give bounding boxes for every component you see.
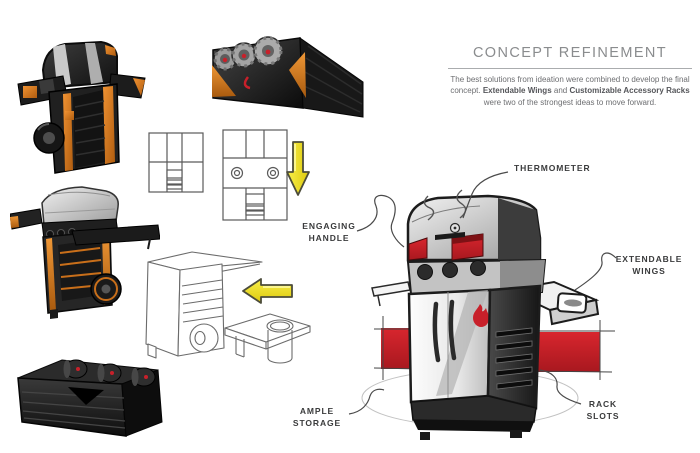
annotation-engaging-handle: ENGAGING HANDLE bbox=[294, 220, 364, 245]
flame-logo bbox=[473, 304, 489, 327]
process-arrow-left-icon bbox=[242, 278, 293, 304]
intro-text-segment: and bbox=[551, 86, 570, 96]
cart-foot bbox=[147, 343, 157, 359]
intro-text-segment: The best solutions from ideation were co… bbox=[450, 75, 690, 96]
silver-hood bbox=[41, 186, 119, 226]
cart-rack-slats bbox=[181, 279, 224, 323]
grill-plan-views bbox=[148, 129, 310, 221]
grill-hood bbox=[406, 194, 542, 262]
door-handle-left bbox=[432, 301, 441, 363]
intro-bold-extendable-wings: Extendable Wings bbox=[482, 86, 552, 96]
cart-left-face bbox=[145, 261, 181, 357]
intro-paragraph: The best solutions from ideation were co… bbox=[448, 74, 692, 108]
drawer-notch bbox=[68, 387, 104, 405]
right-extendable-wing bbox=[504, 280, 600, 326]
pot-body bbox=[267, 330, 293, 364]
closed-grill-three-quarter-render bbox=[17, 40, 146, 174]
wheel bbox=[90, 273, 122, 305]
annotation-line: SLOTS bbox=[586, 411, 620, 422]
red-band-right bbox=[525, 320, 615, 380]
extendable-wings-leader-line bbox=[574, 252, 617, 291]
annotation-line: AMPLE bbox=[299, 406, 335, 416]
page-title: CONCEPT REFINEMENT bbox=[472, 45, 668, 61]
annotation-line: EXTENDABLE bbox=[615, 254, 683, 264]
annotation-line: RACK bbox=[588, 399, 618, 409]
final-concept-grill-sketch bbox=[348, 171, 617, 440]
storage-drawer-render bbox=[17, 359, 163, 437]
cart-wheel-hub bbox=[194, 330, 206, 346]
grill-cart-body bbox=[48, 83, 120, 174]
annotation-line: HANDLE bbox=[308, 233, 350, 244]
door-handle-right bbox=[448, 299, 457, 361]
accessory-tray-line-sketch bbox=[224, 313, 311, 364]
left-shelf-orange-tip bbox=[10, 216, 19, 228]
side-rack-slots bbox=[486, 284, 542, 410]
panel-side-ribs bbox=[303, 45, 363, 113]
intro-text-segment: were two of the strongest ideas to move … bbox=[483, 97, 657, 107]
process-arrow-down-icon bbox=[286, 141, 310, 196]
annotation-ample-storage: AMPLE STORAGE bbox=[284, 405, 350, 430]
panel-orange-corner-left bbox=[212, 65, 236, 97]
grill-wheel bbox=[33, 122, 65, 154]
control-band bbox=[406, 258, 547, 296]
annotation-line: ENGAGING bbox=[302, 221, 356, 231]
annotation-extendable-wings: EXTENDABLE WINGS bbox=[608, 253, 690, 278]
panel-red-hook-mark bbox=[243, 76, 251, 90]
left-wing-shelf bbox=[371, 281, 411, 307]
intro-bold-accessory-racks: Customizable Accessory Racks bbox=[569, 86, 690, 96]
right-shelf-support bbox=[147, 238, 151, 250]
cart-frame-line-sketch bbox=[145, 251, 263, 359]
title-rule bbox=[448, 68, 692, 69]
drawer-front-streaks bbox=[21, 391, 126, 429]
hood-handle bbox=[435, 232, 465, 240]
pot-rim-inner bbox=[269, 321, 291, 331]
rack-slots-leader-line bbox=[539, 369, 582, 405]
cabinet-doors bbox=[407, 288, 492, 404]
panel-orange-corner-right bbox=[289, 52, 306, 98]
concept-refinement-header: CONCEPT REFINEMENT The best solutions fr… bbox=[448, 45, 692, 108]
tray-side-edge bbox=[265, 326, 311, 350]
annotation-line: STORAGE bbox=[292, 418, 342, 429]
engaging-handle-leader-line bbox=[356, 194, 405, 248]
tray-bracket bbox=[235, 336, 245, 358]
panel-knobs bbox=[213, 36, 283, 71]
drawer-knobs bbox=[63, 359, 156, 387]
thermometer-leader-line bbox=[462, 171, 509, 219]
base-plinth bbox=[410, 395, 537, 440]
annotation-leader-lines bbox=[348, 171, 617, 415]
grill-plan-view-large bbox=[222, 129, 288, 221]
grill-plan-view-small bbox=[148, 132, 204, 193]
ample-storage-leader-line bbox=[348, 388, 385, 415]
cart-shelf-edge bbox=[217, 263, 261, 273]
open-grill-render bbox=[10, 186, 160, 319]
right-shelf bbox=[71, 224, 160, 246]
annotation-thermometer: THERMOMETER bbox=[514, 162, 590, 174]
drawer-front-face bbox=[17, 377, 127, 437]
control-panel-perspective-render bbox=[212, 36, 364, 118]
annotation-rack-slots: RACK SLOTS bbox=[580, 398, 626, 423]
panel-side-face bbox=[299, 37, 364, 118]
front-foot bbox=[50, 309, 58, 319]
annotation-line: THERMOMETER bbox=[514, 163, 591, 173]
annotation-line: WINGS bbox=[632, 266, 666, 277]
